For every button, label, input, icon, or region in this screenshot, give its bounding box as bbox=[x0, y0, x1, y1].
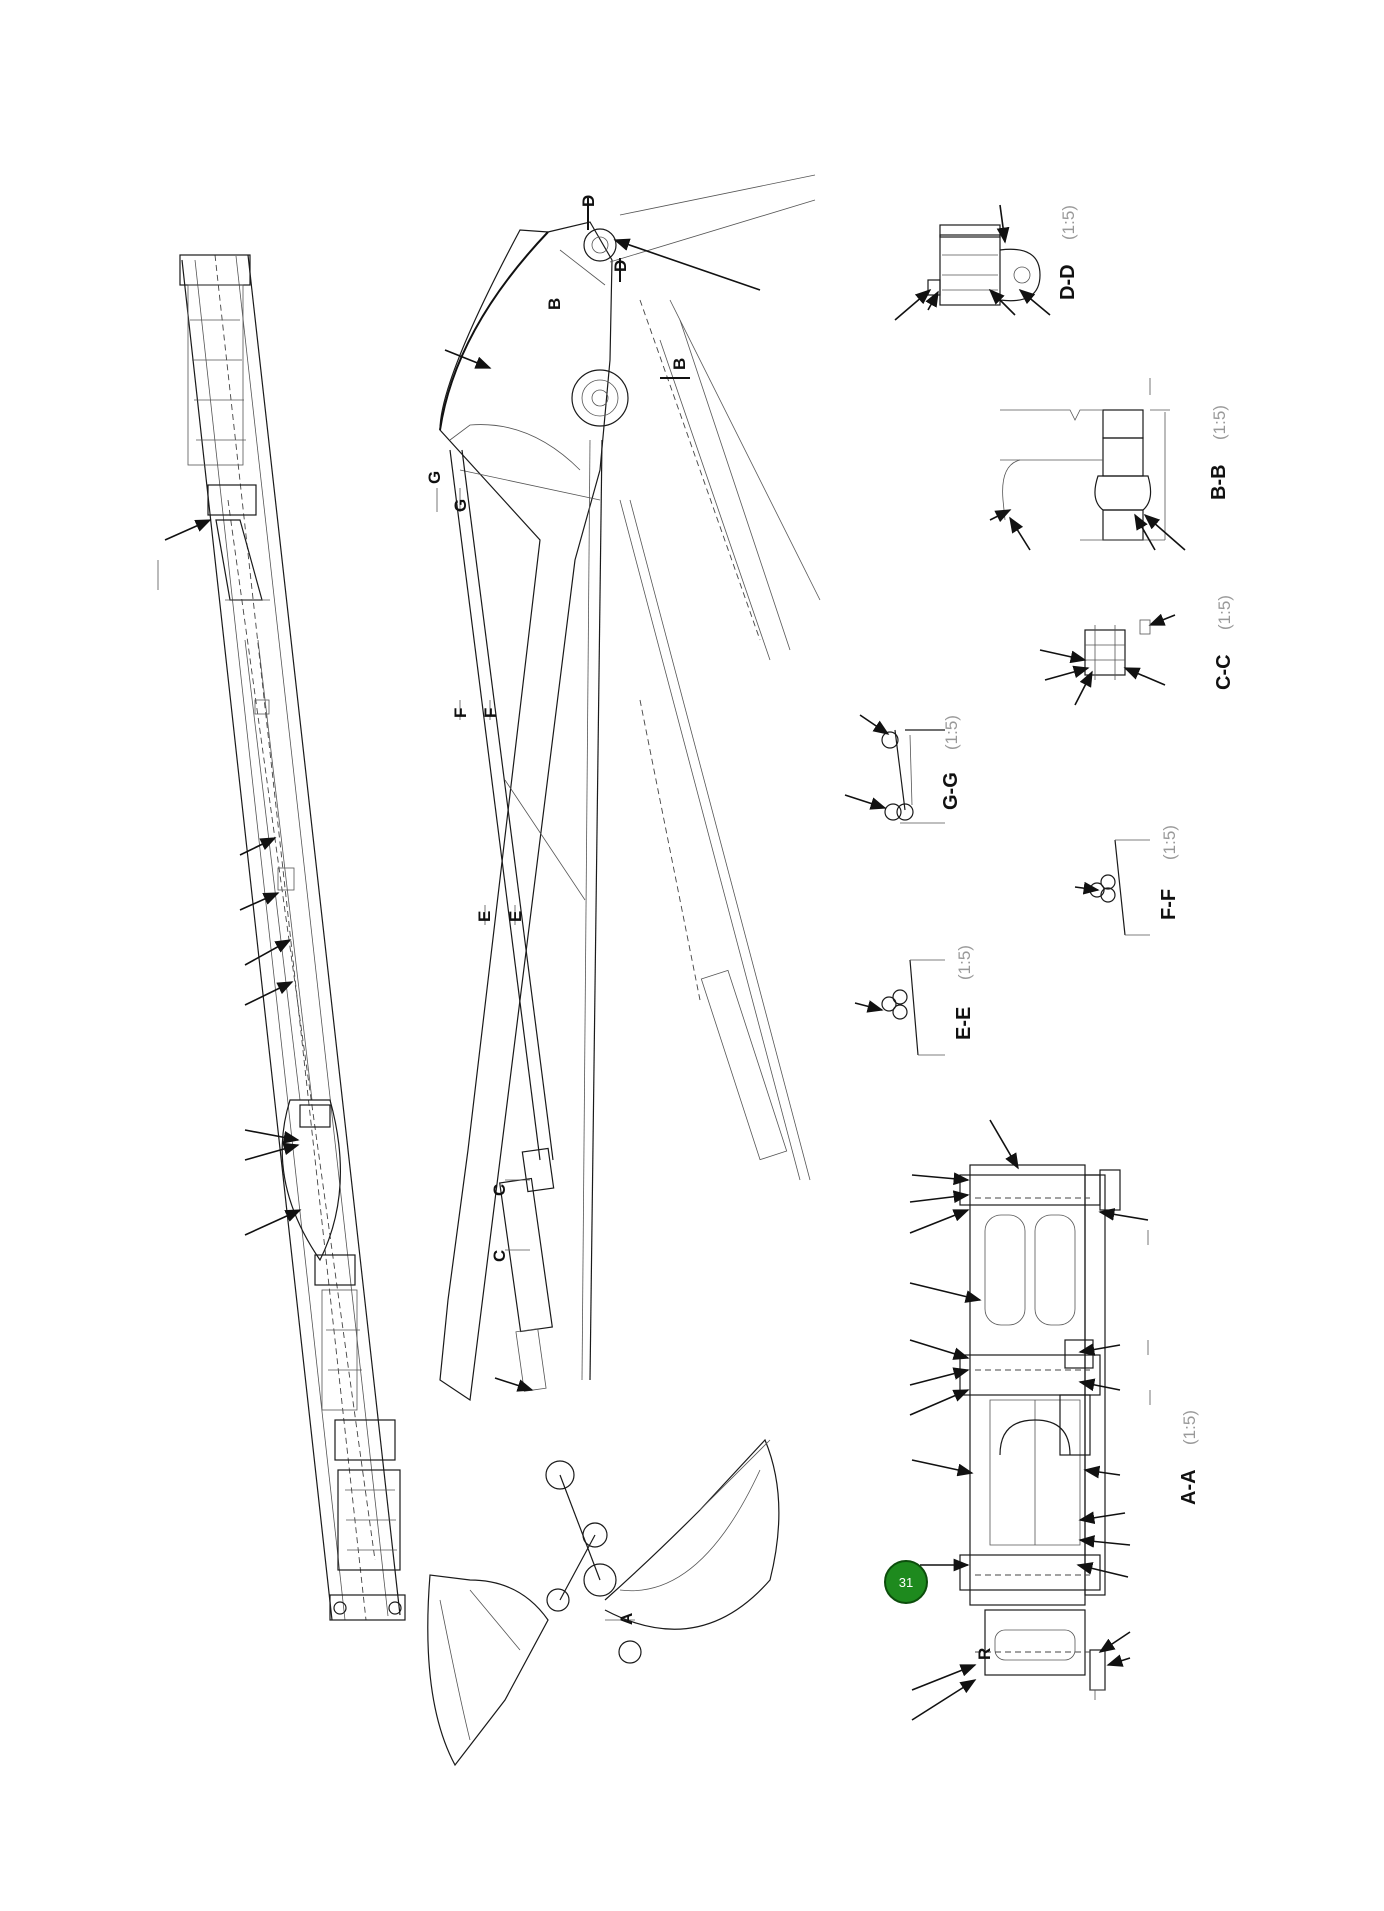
title-ee: E-E bbox=[953, 1007, 975, 1040]
section-ee bbox=[854, 959, 945, 1056]
title-bb: B-B bbox=[1208, 464, 1230, 500]
section-ff bbox=[1074, 839, 1150, 936]
section-aa bbox=[909, 1119, 1151, 1721]
label-g-2: G bbox=[451, 499, 470, 512]
label-d-top: D bbox=[579, 195, 598, 207]
label-f-2: F bbox=[481, 708, 500, 718]
scale-gg: (1:5) bbox=[942, 715, 961, 750]
label-r: R bbox=[975, 1648, 994, 1660]
label-g-1: G bbox=[425, 471, 444, 484]
label-d-arrow: D bbox=[611, 260, 630, 272]
scale-ff: (1:5) bbox=[1160, 825, 1179, 860]
label-f-1: F bbox=[451, 708, 470, 718]
scale-aa: (1:5) bbox=[1180, 1410, 1199, 1445]
label-e-2: E bbox=[506, 911, 525, 922]
title-aa: A-A bbox=[1178, 1469, 1200, 1505]
title-dd: D-D bbox=[1057, 264, 1079, 300]
label-c-2: C bbox=[490, 1250, 509, 1262]
scale-dd: (1:5) bbox=[1059, 205, 1078, 240]
boom-assembly bbox=[436, 174, 821, 1664]
label-b-side: B bbox=[670, 358, 689, 370]
callout-marker-badge[interactable]: 31 bbox=[884, 1560, 928, 1604]
callout-marker-number: 31 bbox=[898, 1574, 914, 1590]
label-b-head: B bbox=[545, 298, 564, 310]
left-arm-assembly bbox=[157, 254, 406, 1621]
title-ff: F-F bbox=[1158, 889, 1180, 920]
bucket bbox=[427, 1438, 780, 1767]
section-gg bbox=[844, 714, 945, 824]
title-gg: G-G bbox=[940, 772, 962, 810]
section-dd bbox=[894, 204, 1051, 321]
scale-ee: (1:5) bbox=[955, 945, 974, 980]
label-e-1: E bbox=[475, 911, 494, 922]
section-titles: D-D (1:5) B-B (1:5) C-C (1:5) G-G (1:5) … bbox=[940, 205, 1235, 1505]
section-bb bbox=[989, 378, 1186, 551]
scale-cc: (1:5) bbox=[1215, 595, 1234, 630]
title-cc: C-C bbox=[1213, 654, 1235, 690]
scale-bb: (1:5) bbox=[1210, 405, 1229, 440]
cutting-plane-labels: D D B B G G F F E E C C A R bbox=[425, 195, 994, 1660]
label-c-1: C bbox=[490, 1184, 509, 1196]
label-a: A bbox=[617, 1613, 636, 1625]
section-cc bbox=[1039, 613, 1176, 706]
